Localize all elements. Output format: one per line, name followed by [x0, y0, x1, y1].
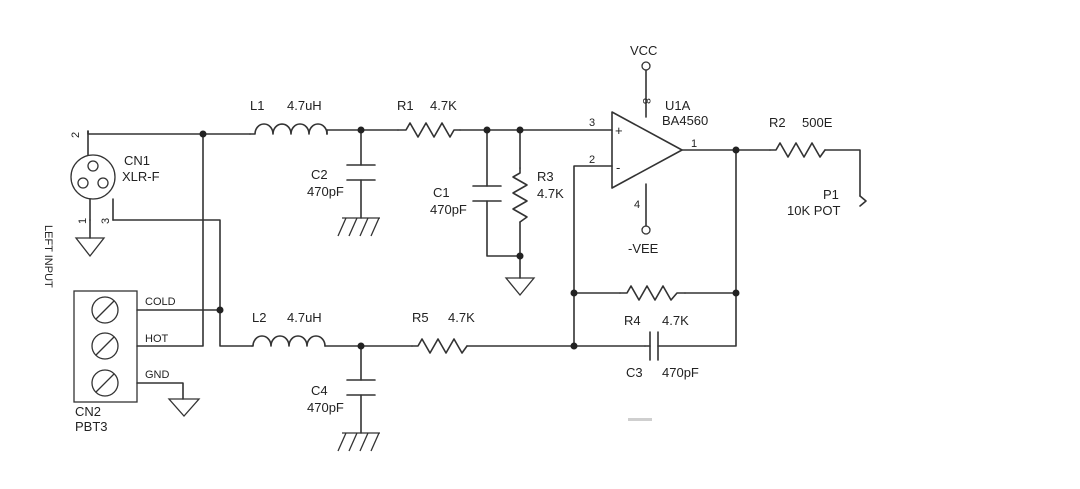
- junction-dot: [199, 130, 207, 138]
- inductor-l2: L2 4.7uH: [251, 310, 326, 347]
- capacitor-c1: C1 470pF: [430, 185, 502, 217]
- resistor-r3: R3 4.7K: [512, 167, 564, 223]
- p1-ref: P1: [823, 187, 839, 202]
- opamp-pin-8: 8: [640, 98, 652, 104]
- opamp-pin-3: 3: [589, 117, 595, 129]
- vcc-rail: VCC: [630, 43, 657, 71]
- chassis-ground-icon: [337, 432, 380, 452]
- opamp-pin-1: 1: [691, 138, 697, 150]
- r4-value: 4.7K: [662, 313, 689, 328]
- r4-ref: R4: [624, 313, 641, 328]
- r3-value: 4.7K: [537, 186, 564, 201]
- resistor-r5: R5 4.7K: [411, 310, 475, 354]
- l2-value: 4.7uH: [287, 310, 322, 325]
- junction-dot: [357, 126, 365, 134]
- r2-value: 500E: [802, 115, 833, 130]
- ground-icon: [167, 398, 201, 417]
- ground-icon: [504, 277, 536, 297]
- resistor-r1: R1 4.7K: [397, 98, 461, 138]
- junction-dot: [570, 342, 578, 350]
- c1-ref: C1: [433, 185, 450, 200]
- inductor-l1: L1 4.7uH: [249, 98, 328, 135]
- vee-terminal-icon: [641, 225, 651, 235]
- potentiometer-p1: P1 10K POT: [787, 187, 867, 218]
- ground-symbols: [74, 217, 536, 452]
- junction-dot: [516, 252, 524, 260]
- r5-ref: R5: [412, 310, 429, 325]
- junction-dot: [732, 146, 740, 154]
- p1-value: 10K POT: [787, 203, 841, 218]
- resistor-r2: R2 500E: [769, 115, 833, 158]
- junction-dot: [483, 126, 491, 134]
- vee-rail: -VEE: [628, 225, 659, 256]
- cropped-label-fragment: [628, 418, 652, 421]
- l2-ref: L2: [252, 310, 266, 325]
- cn2-hot-label: HOT: [145, 333, 169, 345]
- junction-dot: [570, 289, 578, 297]
- capacitor-c2: C2 470pF: [307, 164, 376, 199]
- c2-value: 470pF: [307, 184, 344, 199]
- junction-dot: [216, 306, 224, 314]
- capacitor-c3: C3 470pF: [626, 331, 699, 380]
- cn1-pin-2: 2: [70, 132, 82, 138]
- junction-dot: [732, 289, 740, 297]
- c4-value: 470pF: [307, 400, 344, 415]
- cn1-pin-3: 3: [100, 218, 112, 224]
- cn1-value: XLR-F: [122, 169, 160, 184]
- junction-dot: [516, 126, 524, 134]
- cn1-ref: CN1: [124, 153, 150, 168]
- c4-ref: C4: [311, 383, 328, 398]
- l1-value: 4.7uH: [287, 98, 322, 113]
- wires: [87, 69, 861, 434]
- capacitor-c4: C4 470pF: [307, 379, 376, 415]
- cn2-value: PBT3: [75, 419, 108, 434]
- vee-label: -VEE: [628, 241, 659, 256]
- r2-ref: R2: [769, 115, 786, 130]
- opamp-plus-sign: +: [615, 123, 623, 138]
- u1a-value: BA4560: [662, 113, 708, 128]
- resistor-r4: R4 4.7K: [619, 285, 689, 328]
- cn1-pin-1: 1: [77, 218, 89, 224]
- junction-dot: [357, 342, 365, 350]
- junctions: [199, 126, 740, 350]
- r3-ref: R3: [537, 169, 554, 184]
- c1-value: 470pF: [430, 202, 467, 217]
- chassis-ground-icon: [337, 217, 380, 237]
- r5-value: 4.7K: [448, 310, 475, 325]
- cn2-cold-label: COLD: [145, 296, 176, 308]
- l1-ref: L1: [250, 98, 264, 113]
- opamp-pin-2: 2: [589, 154, 595, 166]
- cn2-gnd-label: GND: [145, 369, 170, 381]
- c3-value: 470pF: [662, 365, 699, 380]
- c2-ref: C2: [311, 167, 328, 182]
- r1-ref: R1: [397, 98, 414, 113]
- opamp-minus-sign: -: [616, 160, 620, 175]
- r1-value: 4.7K: [430, 98, 457, 113]
- c3-ref: C3: [626, 365, 643, 380]
- opamp-pin-4: 4: [634, 199, 640, 211]
- vcc-terminal-icon: [641, 61, 651, 71]
- cn2-ref: CN2: [75, 404, 101, 419]
- ground-icon: [74, 237, 106, 258]
- xlr-connector-cn1: 2 1 3 CN1 XLR-F: [70, 130, 160, 224]
- opamp-u1a: + - 3 2 1 8 4 U1A BA4560: [589, 98, 708, 211]
- left-input-label: LEFT INPUT: [42, 225, 54, 288]
- terminal-block-cn2: COLD HOT GND CN2 PBT3: [73, 290, 176, 434]
- u1a-ref: U1A: [665, 98, 691, 113]
- vcc-label: VCC: [630, 43, 657, 58]
